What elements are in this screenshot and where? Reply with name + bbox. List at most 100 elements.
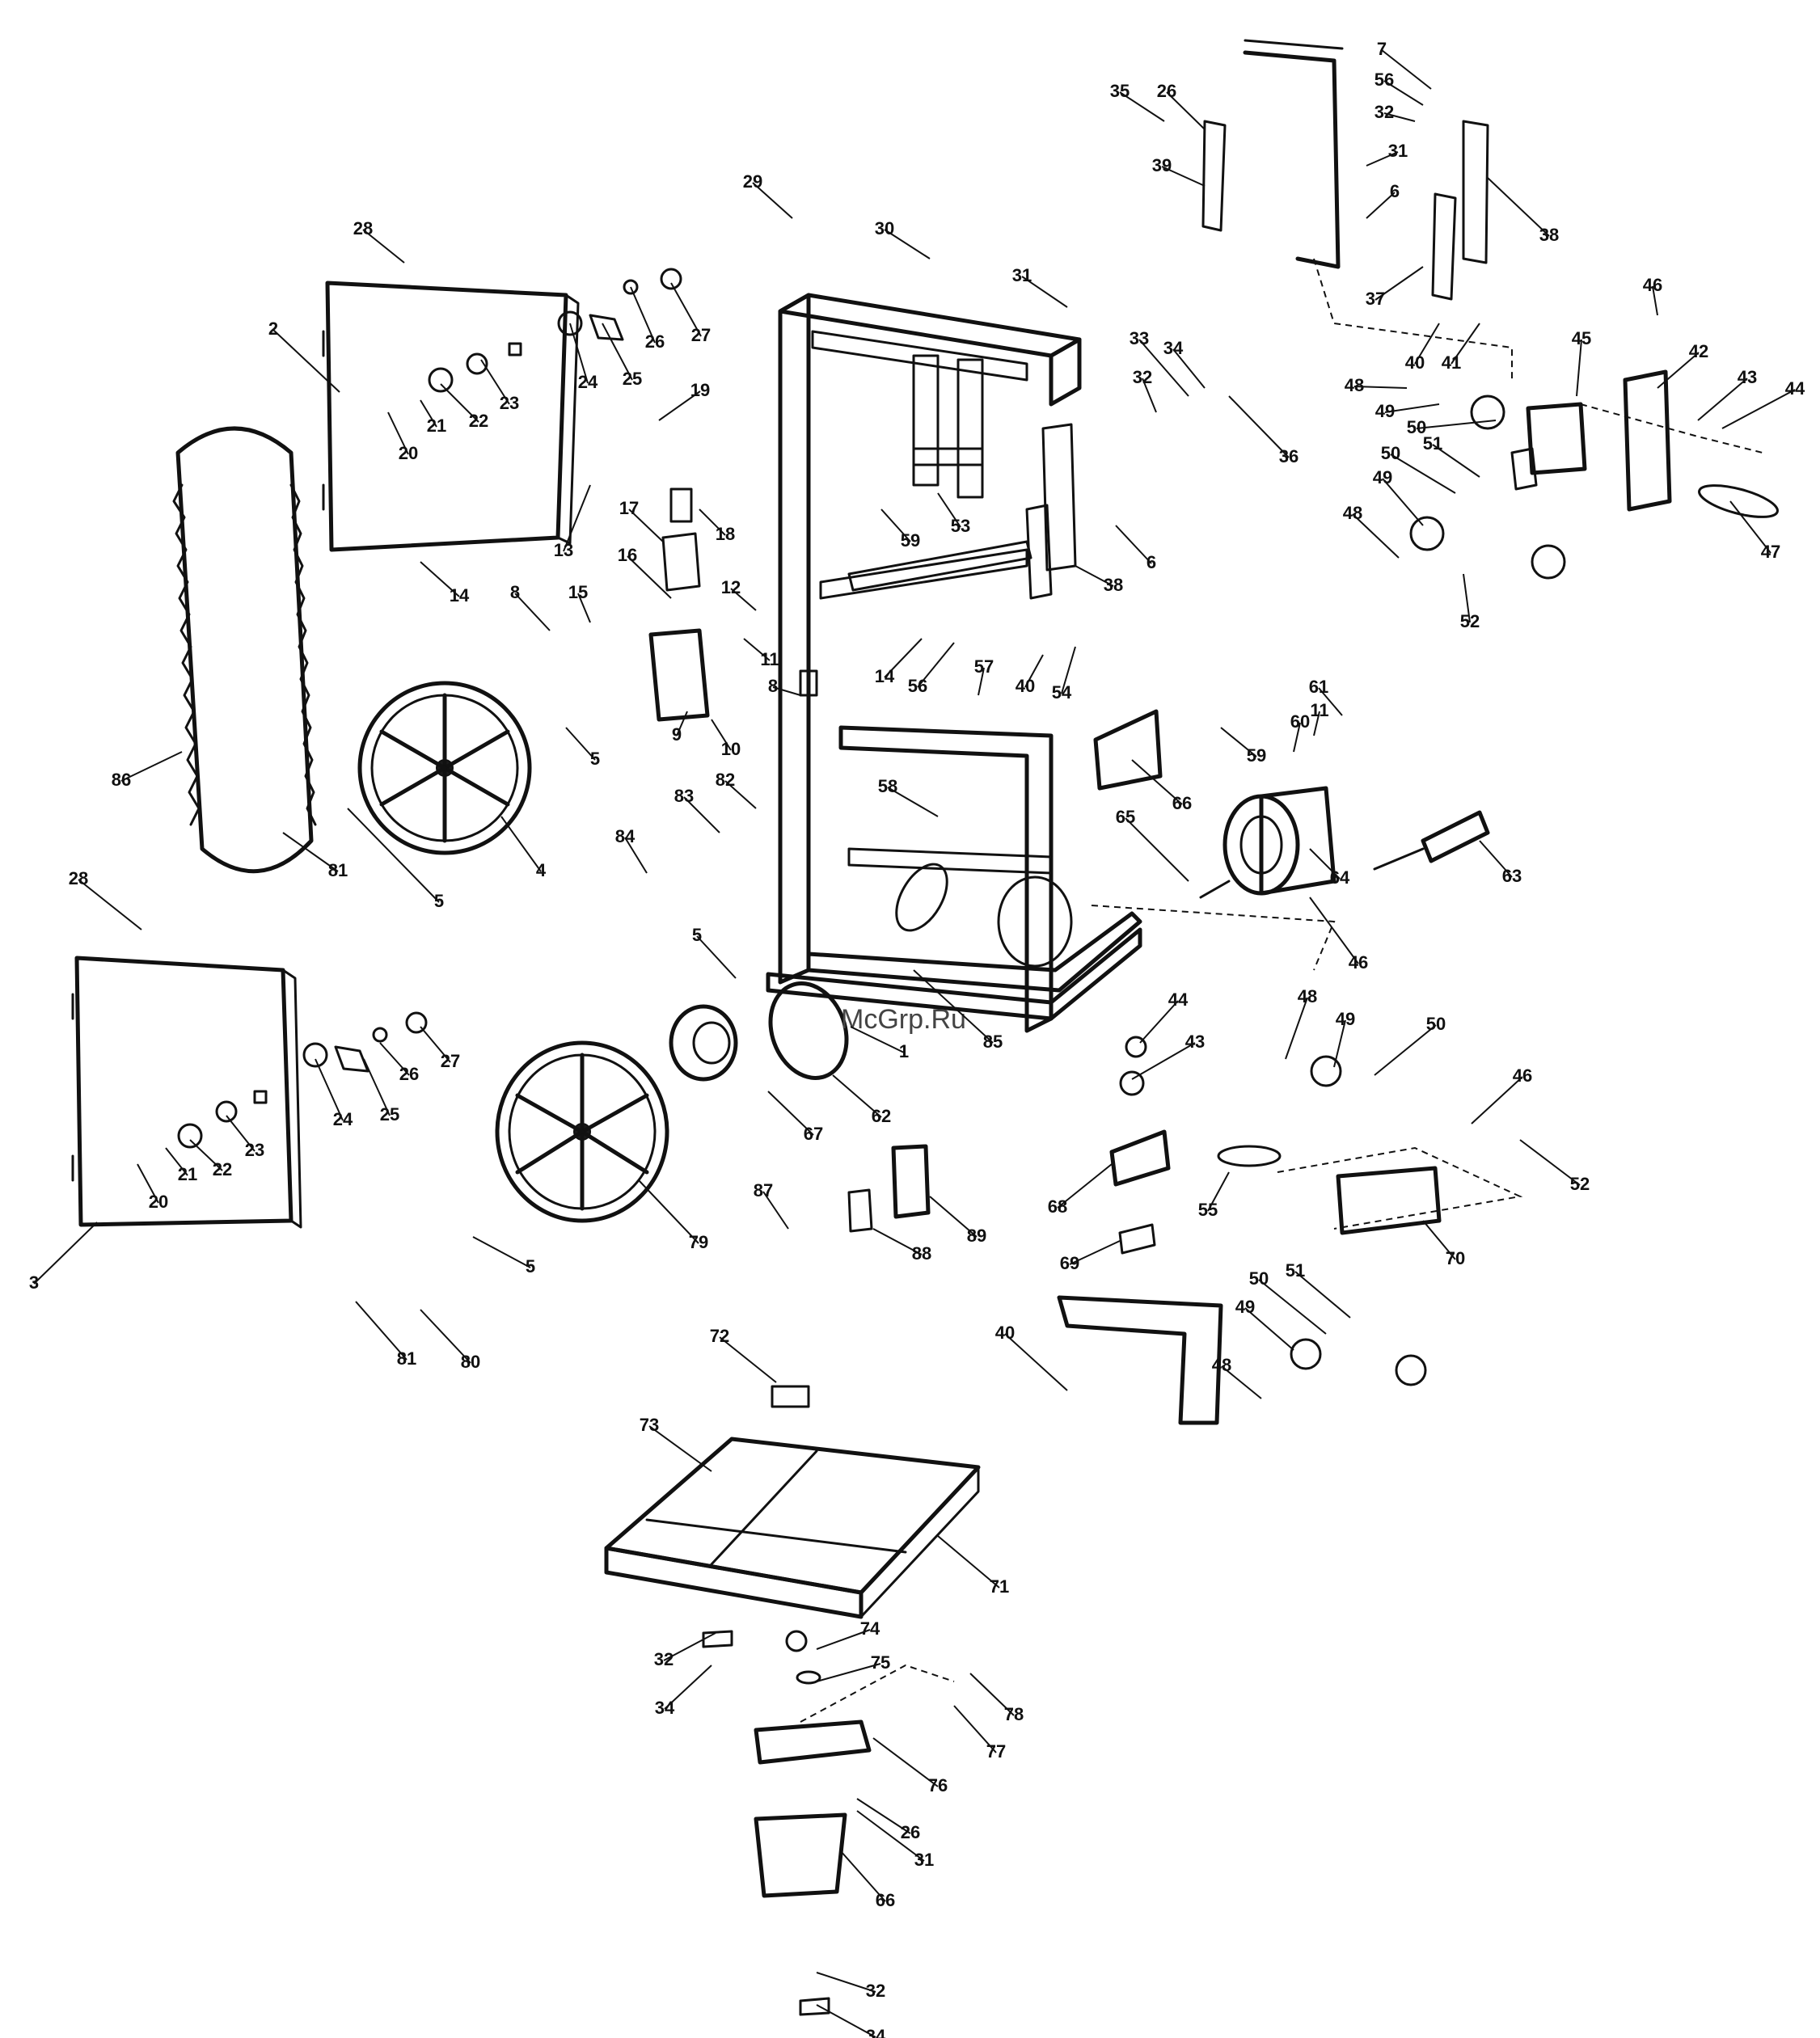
part-number-label: 44 — [1785, 378, 1805, 399]
part-number-label: 87 — [754, 1180, 773, 1200]
callout-leader — [917, 642, 955, 688]
callout-leader — [1142, 378, 1157, 413]
part-number-label: 59 — [901, 530, 920, 551]
part-number-label: 43 — [1185, 1032, 1205, 1052]
part-number-label: 77 — [986, 1741, 1006, 1762]
part-number-label: 46 — [1513, 1065, 1532, 1086]
callout-leader — [752, 182, 793, 219]
part-number-label: 46 — [1349, 952, 1368, 973]
part-number-label: 44 — [1168, 989, 1189, 1010]
watermark: McGrp.Ru — [841, 1004, 966, 1035]
part-number-label: 38 — [1539, 225, 1559, 245]
part-number-label: 50 — [1426, 1014, 1446, 1034]
part-number-label: 52 — [1460, 611, 1480, 631]
callout-leader — [355, 1301, 407, 1361]
callout-leader — [1487, 177, 1550, 237]
callout-leader — [816, 1972, 876, 1993]
part-number-label: 22 — [213, 1159, 232, 1179]
callout-leader — [500, 816, 542, 872]
callout-leader — [1024, 654, 1044, 688]
part-number-label: 49 — [1375, 401, 1395, 421]
callout-leader — [602, 323, 633, 381]
part-number-label: 38 — [1104, 575, 1123, 595]
motor-bracket — [1093, 709, 1163, 791]
callout-leader — [226, 1115, 255, 1152]
part-number-label: 41 — [1442, 352, 1461, 373]
part-number-label: 60 — [1290, 711, 1310, 732]
part-number-label: 88 — [912, 1243, 931, 1264]
callout-leader — [1172, 348, 1206, 389]
part-number-label: 19 — [690, 380, 710, 400]
part-number-label: 49 — [1235, 1297, 1255, 1317]
part-number-label: 81 — [328, 860, 348, 880]
callout-leader — [1479, 840, 1513, 878]
callout-leader — [724, 780, 757, 809]
callout-leader — [514, 593, 551, 631]
part-number-label: 26 — [645, 331, 665, 352]
lower-guide-assembly — [1057, 1036, 1442, 1425]
part-number-label: 52 — [1570, 1174, 1590, 1194]
reference-lines — [800, 258, 1763, 1723]
callout-leader — [1383, 112, 1416, 122]
part-number-label: 30 — [875, 218, 894, 238]
callout-leader — [33, 1222, 98, 1285]
part-number-label: 5 — [692, 925, 702, 945]
part-number-label: 26 — [399, 1064, 419, 1084]
callout-leader — [1390, 454, 1456, 494]
part-number-label: 48 — [1343, 503, 1362, 523]
callout-leader — [272, 329, 340, 393]
callout-leader — [165, 1147, 188, 1176]
callout-leader — [1519, 1139, 1581, 1186]
part-number-label: 71 — [990, 1576, 1009, 1597]
part-number-label: 14 — [450, 585, 470, 605]
part-number-label: 63 — [1502, 866, 1522, 886]
part-number-label: 31 — [914, 1850, 934, 1870]
callout-leader — [683, 796, 720, 833]
callout-leader — [840, 1850, 886, 1902]
callout-leader — [363, 1058, 391, 1116]
part-number-label: 15 — [568, 582, 588, 602]
part-number-label: 61 — [1309, 677, 1328, 697]
part-number-label: 7 — [1377, 39, 1387, 59]
callout-leader — [772, 686, 801, 696]
part-number-label: 82 — [716, 770, 735, 790]
callout-leader — [872, 1228, 923, 1255]
part-number-label: 17 — [619, 498, 639, 518]
part-number-label: 73 — [640, 1415, 659, 1435]
callout-leader — [884, 638, 923, 678]
callout-leader — [577, 593, 591, 623]
callout-leader — [315, 1058, 344, 1121]
callout-leader — [1293, 722, 1301, 753]
tension-block — [648, 487, 710, 722]
saw-blade — [172, 426, 317, 874]
part-number-label: 39 — [1152, 155, 1172, 175]
callout-leader — [1244, 1307, 1294, 1351]
callout-leader — [387, 411, 409, 455]
callout-leader — [1652, 285, 1658, 316]
callout-leader — [913, 969, 994, 1044]
guide-block-upper — [1409, 369, 1779, 580]
part-number-label: 28 — [69, 868, 88, 888]
callout-leader — [1228, 395, 1290, 458]
callout-leader — [1384, 403, 1440, 413]
part-number-label: 24 — [333, 1109, 353, 1129]
callout-leader — [1366, 151, 1399, 167]
part-number-label: 36 — [1279, 446, 1298, 466]
part-number-label: 35 — [1110, 81, 1130, 101]
callout-leader — [1309, 848, 1341, 880]
callout-leader — [743, 638, 771, 661]
part-number-label: 76 — [928, 1775, 948, 1795]
callout-leader — [1318, 687, 1343, 716]
callout-leader — [1221, 1365, 1262, 1399]
callout-leader — [1004, 1333, 1068, 1391]
callout-leader — [1366, 192, 1396, 219]
part-number-label: 51 — [1286, 1260, 1305, 1281]
part-number-label: 86 — [112, 770, 131, 790]
part-number-label: 12 — [721, 577, 741, 597]
part-number-label: 42 — [1689, 341, 1708, 361]
part-number-label: 37 — [1366, 289, 1385, 309]
part-number-label: 43 — [1738, 367, 1757, 387]
drive-shaft — [1373, 810, 1490, 871]
callout-leader — [1021, 276, 1068, 308]
callout-leader — [628, 508, 664, 542]
